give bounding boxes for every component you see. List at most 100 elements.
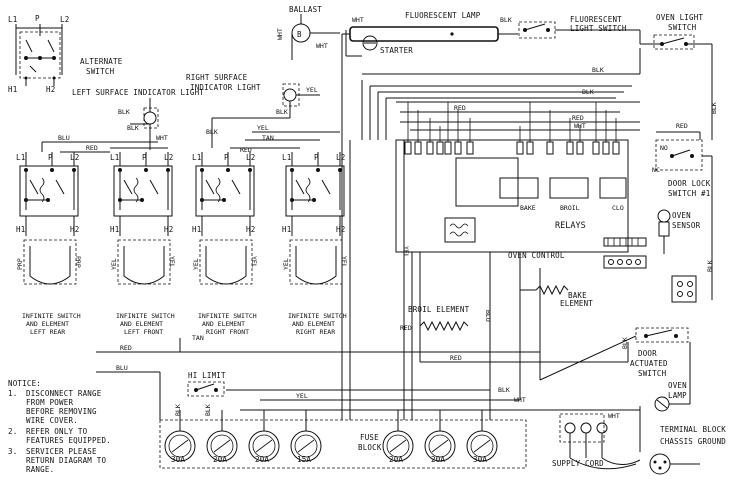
sw-h2-label: H2 — [336, 225, 345, 234]
sw-l1-label: L1 — [110, 153, 119, 162]
door-lock-terminals — [671, 275, 697, 303]
sw-caption-2: AND ELEMENT — [202, 320, 245, 328]
dl-label-2: SWITCH #1 — [668, 189, 710, 198]
sw-h2-label: H2 — [246, 225, 255, 234]
sensor-label-1: OVEN — [672, 211, 691, 220]
notice-l1b: FROM POWER — [26, 398, 73, 407]
relay-clo: CLO — [612, 204, 624, 212]
notice-l1: DISCONNECT RANGE — [26, 389, 102, 398]
flamp-label: FLUORESCENT LAMP — [405, 11, 481, 20]
notice-l3b: RETURN DIAGRAM TO — [26, 456, 106, 465]
sw-wire-left: PRP — [16, 258, 24, 270]
sw-caption-1: INFINITE SWITCH — [198, 312, 257, 320]
sw-housing — [195, 165, 255, 217]
dl-red: RED — [676, 122, 688, 130]
tb-label-2: CHASSIS GROUND — [660, 437, 726, 446]
das-label-3: SWITCH — [638, 369, 667, 378]
sw-housing — [19, 165, 79, 217]
bake-label-1: BAKE — [568, 291, 587, 300]
oven-light-switch: OVEN LIGHT SWITCH BLK — [653, 13, 718, 140]
notice-n1: 1. — [8, 389, 17, 398]
ballast-wht2: WHT — [316, 42, 328, 50]
door-lock-switch: NO NC DOOR LOCK SWITCH #1 RED BLK — [652, 122, 714, 300]
notice-l3c: RANGE. — [26, 465, 54, 474]
relay-broil: BROIL — [560, 204, 580, 212]
relays-label: RELAYS — [555, 221, 586, 231]
dl-no: NO — [660, 144, 668, 152]
broil-label: BROIL ELEMENT — [408, 305, 470, 314]
sw-l2-label: L2 — [70, 153, 79, 162]
relay-terminal — [454, 141, 462, 155]
starter-label: STARTER — [380, 46, 413, 55]
relay-terminal — [444, 141, 452, 155]
hilimit-blk2: BLK — [204, 404, 212, 416]
relay-terminal — [576, 141, 584, 155]
relay-board: BAKE BROIL CLO RELAYS OVEN CONTROL — [395, 139, 629, 260]
fuse-rating: 20A — [389, 455, 403, 464]
fuse-15a: 15A — [290, 410, 322, 464]
sw-caption-3: RIGHT REAR — [296, 328, 335, 336]
olswitch-label-2: SWITCH — [668, 23, 697, 32]
relay-terminal — [602, 141, 610, 155]
vertical-feeders: YEL RED RED WHT — [341, 34, 640, 420]
relay-terminal — [516, 141, 524, 155]
fuse-block: FUSE BLOCK — [159, 419, 527, 469]
alt-title-2: SWITCH — [86, 67, 115, 76]
sw-l2-label: L2 — [164, 153, 173, 162]
das-blk: BLK — [621, 337, 629, 349]
notice-l3: SERVICER PLEASE — [26, 447, 97, 456]
notice-n3: 3. — [8, 447, 17, 456]
das-label-1: DOOR — [638, 349, 657, 358]
notice-l2b: FEATURES EQUIPPED. — [26, 436, 111, 445]
relay-terminal — [592, 141, 600, 155]
right-bus-tan: TAN — [262, 134, 274, 142]
dl-label-1: DOOR LOCK — [668, 179, 711, 188]
tb-label-1: TERMINAL BLOCK — [660, 425, 726, 434]
sw-housing — [113, 165, 173, 217]
olswitch-label-1: OVEN LIGHT — [656, 13, 703, 22]
sw-p-label: P — [314, 153, 319, 162]
feeder-yel: YEL — [402, 246, 410, 258]
left-bus-blu: BLU — [58, 134, 70, 142]
hi-limit: HI LIMIT BLK BLK — [174, 371, 226, 416]
sw-caption-3: LEFT FRONT — [124, 328, 163, 336]
right-ind-blk: BLK — [276, 108, 288, 116]
sw-housing — [285, 165, 345, 217]
dl-blk: BLK — [706, 260, 714, 272]
broil-red: RED — [400, 324, 412, 332]
relay-terminal — [546, 141, 554, 155]
sw-l1-label: L1 — [16, 153, 25, 162]
starter: STARTER — [345, 30, 413, 57]
sw-l2-label: L2 — [246, 153, 255, 162]
sw-wire-right: YEL — [168, 256, 176, 268]
alt-h1-label: H1 — [8, 85, 17, 94]
fuse-rating: 20A — [255, 455, 269, 464]
fuse-20a: 20A — [382, 410, 414, 464]
sw-h1-label: H1 — [282, 225, 291, 234]
flamp-blk: BLK — [500, 16, 512, 24]
fuse-label-1: FUSE — [360, 433, 379, 442]
flamp-wht: WHT — [352, 16, 364, 24]
relay-terminals — [404, 102, 620, 155]
dl-nc: NC — [652, 166, 660, 174]
relay-terminal — [414, 141, 422, 155]
tb-wht: WHT — [608, 412, 620, 420]
relay-terminal — [466, 141, 474, 155]
olswitch-blk: BLK — [710, 102, 718, 114]
fuse-rating: 30A — [473, 455, 487, 464]
ballast-wht: WHT — [276, 28, 284, 40]
sw-caption-1: INFINITE SWITCH — [288, 312, 347, 320]
right-bus-yel: YEL — [257, 124, 269, 132]
ballast-b: B — [297, 30, 302, 39]
fuse-rating: 30A — [171, 455, 185, 464]
ballast: BALLAST B WHT WHT — [276, 5, 340, 60]
sw-l1-label: L1 — [282, 153, 291, 162]
run-blu-label: BLU — [116, 364, 128, 372]
sw-h2-label: H2 — [70, 225, 79, 234]
fuse-30a: 30A — [466, 410, 498, 464]
